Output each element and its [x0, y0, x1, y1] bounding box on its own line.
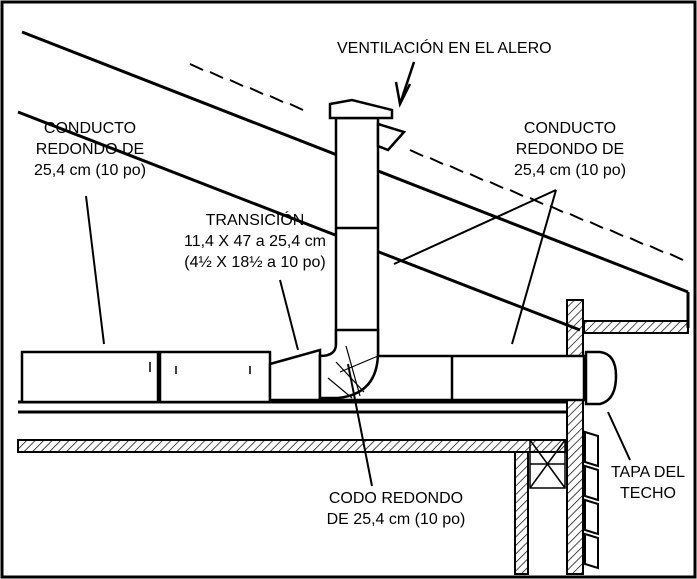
- duct-right-line-1: CONDUCTO: [523, 120, 617, 137]
- ceiling-floor: [18, 400, 566, 414]
- interior-wall: [514, 439, 566, 575]
- label-roof-cap: TAPA DEL TECHO: [606, 462, 690, 504]
- elbow-line-1: CODO REDONDO: [328, 490, 464, 507]
- eave-arrow: [394, 61, 416, 108]
- duct-right-line-2: REDONDO DE: [515, 141, 625, 158]
- eave-vent: [328, 98, 407, 152]
- label-eave-vent: VENTILACIÓN EN EL ALERO: [337, 38, 552, 59]
- duct-right-line-3: 25,4 cm (10 po): [513, 162, 627, 179]
- leader-lines: [85, 189, 631, 487]
- transition-line-3: (4½ X 18½ a 10 po): [184, 254, 326, 271]
- siding-panels: [584, 430, 599, 570]
- roof-cap-line-1: TAPA DEL: [610, 464, 686, 481]
- label-elbow: CODO REDONDO DE 25,4 cm (10 po): [316, 488, 476, 530]
- transition-line-1: TRANSICIÓN: [205, 212, 305, 229]
- rect-duct-details: [149, 362, 251, 374]
- duct-left-line-3: 25,4 cm (10 po): [33, 162, 147, 179]
- eave-vent-text: VENTILACIÓN EN EL ALERO: [337, 40, 552, 57]
- transition-piece: [268, 348, 322, 402]
- elbow-line-2: DE 25,4 cm (10 po): [326, 511, 466, 528]
- label-duct-left: CONDUCTO REDONDO DE 25,4 cm (10 po): [30, 118, 150, 181]
- label-duct-right: CONDUCTO REDONDO DE 25,4 cm (10 po): [505, 118, 635, 181]
- ceiling-hatch: [17, 439, 567, 453]
- exterior-wall: [566, 299, 584, 575]
- transition-line-2: 11,4 X 47 a 25,4 cm: [183, 233, 326, 250]
- rect-duct: [20, 350, 272, 404]
- roof-cap: [584, 350, 618, 406]
- label-transition: TRANSICIÓN 11,4 X 47 a 25,4 cm (4½ X 18½…: [165, 210, 345, 273]
- duct-left-line-1: CONDUCTO: [43, 120, 137, 137]
- soffit-hatch: [583, 320, 689, 334]
- roof-cap-line-2: TECHO: [620, 485, 676, 502]
- duct-left-line-2: REDONDO DE: [35, 141, 145, 158]
